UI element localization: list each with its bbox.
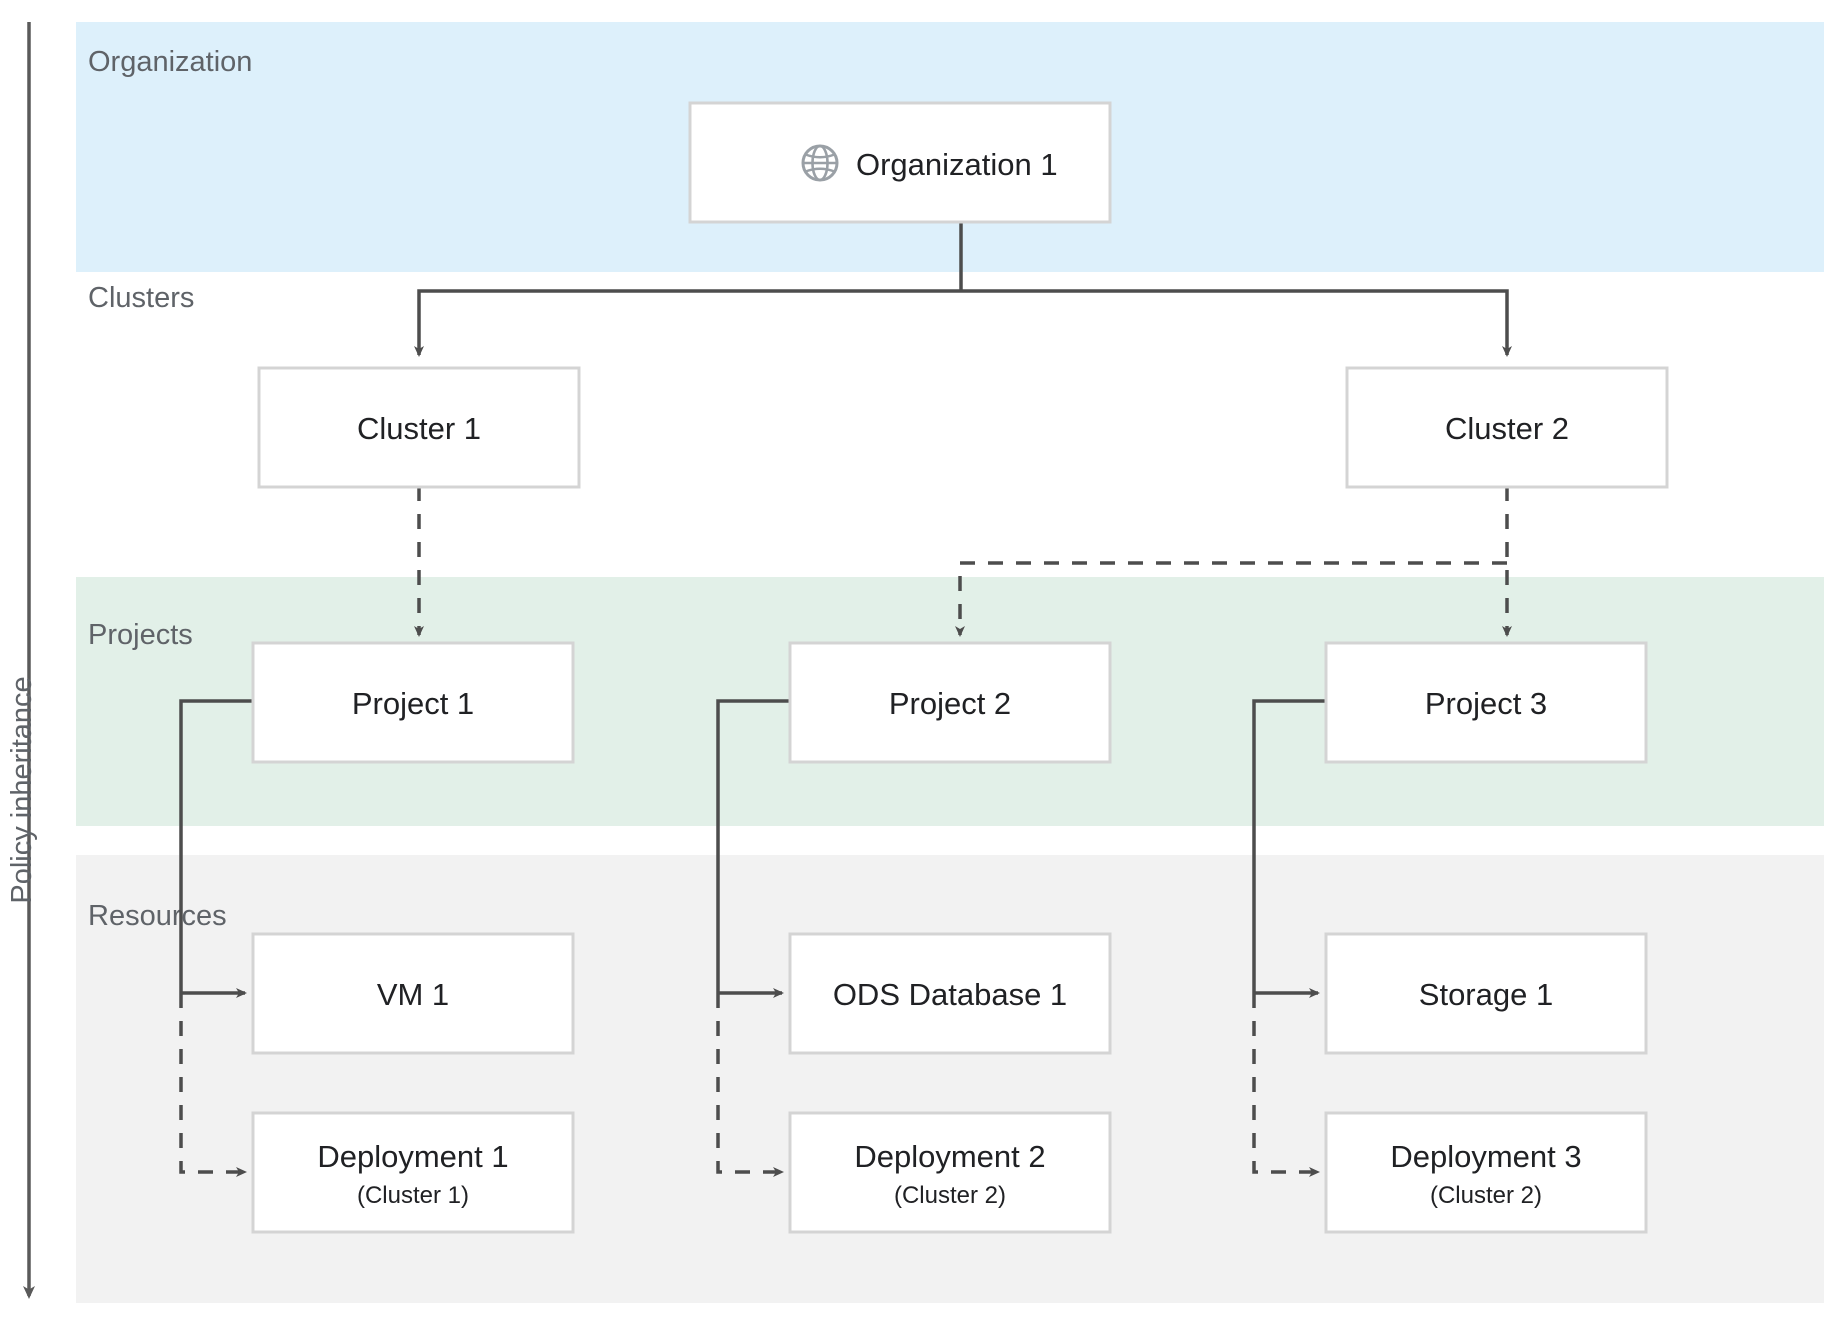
edge-organization-to-cluster-1	[414, 289, 961, 357]
node-cluster-1[interactable]: Cluster 1	[257, 366, 581, 489]
edge-project-2-to-deployment-2	[716, 993, 784, 1177]
node-deployment-1[interactable]: Deployment 1 (Cluster 1)	[251, 1111, 575, 1234]
node-deployment-2-label: Deployment 2	[854, 1139, 1045, 1174]
node-deployment-2-sublabel: (Cluster 2)	[894, 1182, 1006, 1209]
edge-cluster-2-to-project-2	[955, 561, 1507, 637]
node-deployment-3-label: Deployment 3	[1390, 1139, 1581, 1174]
edge-project-1-trunk	[179, 699, 253, 993]
node-organization-1-box[interactable]	[688, 101, 1112, 224]
node-deployment-1-sublabel: (Cluster 1)	[357, 1182, 469, 1209]
node-project-1-box[interactable]	[251, 641, 575, 764]
node-project-1-label: Project 1	[352, 686, 474, 721]
node-ods-database-1-label: ODS Database 1	[833, 977, 1067, 1012]
node-project-2-box[interactable]	[788, 641, 1112, 764]
band-label-resources: Resources	[88, 900, 227, 932]
node-project-2-label: Project 2	[889, 686, 1011, 721]
edge-project-2-trunk	[716, 699, 790, 993]
node-cluster-1-label: Cluster 1	[357, 411, 481, 446]
node-project-2[interactable]: Project 2	[788, 641, 1112, 764]
band-resources	[76, 855, 1824, 1303]
node-storage-1[interactable]: Storage 1	[1324, 932, 1648, 1055]
node-deployment-1-box[interactable]	[251, 1111, 575, 1234]
node-cluster-2-label: Cluster 2	[1445, 411, 1569, 446]
node-cluster-1-box[interactable]	[257, 366, 581, 489]
policy-inheritance-label: Policy inheritance	[6, 676, 38, 903]
node-project-3[interactable]: Project 3	[1324, 641, 1648, 764]
node-deployment-3-sublabel: (Cluster 2)	[1430, 1182, 1542, 1209]
node-cluster-2[interactable]: Cluster 2	[1345, 366, 1669, 489]
node-deployment-1-label: Deployment 1	[317, 1139, 508, 1174]
node-deployment-3-box[interactable]	[1324, 1111, 1648, 1234]
edge-project-3-trunk	[1252, 699, 1326, 993]
band-label-organization: Organization	[88, 46, 252, 78]
globe-icon	[801, 144, 839, 182]
node-vm-1-label: VM 1	[377, 977, 449, 1012]
node-vm-1-box[interactable]	[251, 932, 575, 1055]
edge-organization-to-cluster-2	[961, 289, 1512, 357]
edge-project-3-to-deployment-3	[1252, 993, 1320, 1177]
node-project-3-label: Project 3	[1425, 686, 1547, 721]
node-ods-database-1[interactable]: ODS Database 1	[788, 932, 1112, 1055]
node-cluster-2-box[interactable]	[1345, 366, 1669, 489]
node-deployment-2[interactable]: Deployment 2 (Cluster 2)	[788, 1111, 1112, 1234]
node-vm-1[interactable]: VM 1	[251, 932, 575, 1055]
node-project-1[interactable]: Project 1	[251, 641, 575, 764]
band-label-clusters: Clusters	[88, 282, 194, 314]
node-ods-database-1-box[interactable]	[788, 932, 1112, 1055]
node-deployment-2-box[interactable]	[788, 1111, 1112, 1234]
edge-project-1-to-deployment-1	[179, 993, 247, 1177]
node-project-3-box[interactable]	[1324, 641, 1648, 764]
node-organization-1[interactable]: Organization 1	[688, 101, 1112, 224]
band-label-projects: Projects	[88, 619, 193, 651]
node-organization-1-label: Organization 1	[856, 147, 1058, 182]
node-storage-1-label: Storage 1	[1419, 977, 1553, 1012]
node-deployment-3[interactable]: Deployment 3 (Cluster 2)	[1324, 1111, 1648, 1234]
node-storage-1-box[interactable]	[1324, 932, 1648, 1055]
